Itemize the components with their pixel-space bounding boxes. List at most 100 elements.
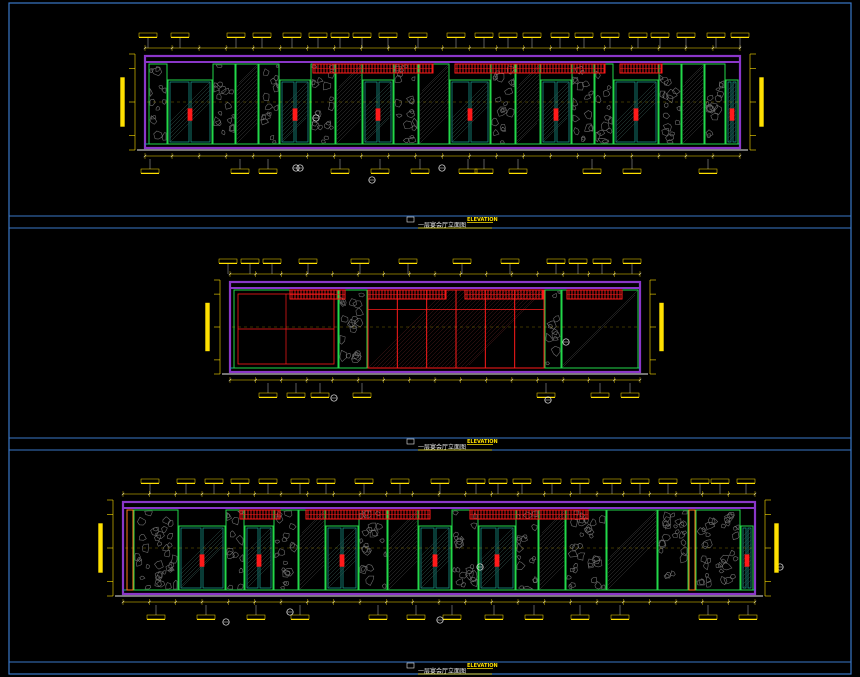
stone-outline [557,290,561,295]
stone-outline [139,575,146,580]
hatch-line [388,548,418,578]
stone-outline [235,534,244,546]
stone-outline [345,352,351,359]
stone-outline [340,298,347,306]
stone-outline [706,105,715,113]
stone-outline [375,510,381,517]
hatch-line [542,85,570,113]
stone-outline [383,551,387,557]
stone-outline [592,555,600,562]
stone-outline [572,97,579,107]
stone-outline [454,538,464,549]
material-tag [622,258,642,274]
tag-box [176,478,196,484]
hatch-line [607,520,657,570]
hatch-line [516,106,540,130]
door [244,525,274,591]
stone-outline [607,116,613,125]
hatch-line [542,89,570,117]
door-handle [292,108,298,121]
stone-outline [572,567,578,574]
stone-outline [289,542,298,553]
wall-outline [143,54,742,150]
stone-outline [162,516,172,525]
tag-box [522,32,542,38]
stone-outline [165,564,174,572]
red-lattice [305,509,431,520]
hatch-line [516,102,540,126]
hatch-line [420,539,450,569]
material-tag [282,32,302,48]
hatch-line [742,543,752,553]
stone-outline [359,564,368,575]
section-marker-icon [222,618,230,626]
hatch-line [419,90,449,120]
hatch-line [380,290,458,368]
hatch-line [452,290,530,368]
stone-outline [572,543,580,552]
hatch-line [682,94,704,116]
stone-pattern [491,65,515,144]
stone-outline [532,577,538,583]
stone-outline [226,548,234,556]
stone-outline [715,563,722,568]
material-tag [352,32,372,48]
stone-outline [366,527,373,534]
stone-outline [408,137,417,144]
hatch-pattern [682,64,704,144]
stone-outline [149,87,153,97]
sheet-title-3: ELEVATION 一层宴会厅立面图 [406,662,498,675]
stone-outline [578,517,586,524]
stone-outline [226,513,231,518]
hatch-line [419,66,449,96]
red-lattice [289,289,346,300]
stone-outline [394,98,402,108]
stone-outline [144,510,153,517]
hatch-line [327,539,357,569]
tag-box [308,32,328,38]
elevation-drawing-1 [120,32,764,184]
stone-outline [359,538,364,544]
red-lattice [312,63,434,74]
hatch-line [634,290,638,294]
stone-outline [361,566,366,572]
stone-outline [155,66,161,72]
hatch-line [508,527,514,533]
door [418,525,452,591]
stone-outline [213,82,219,88]
door [540,79,572,145]
material-tag [370,159,390,174]
stone-outline [729,573,736,580]
hatch-line [516,82,540,106]
hatch-line [404,290,482,368]
stone-outline [580,135,586,141]
tag-box [570,478,590,484]
stone-outline [167,568,173,573]
stone-outline [661,533,671,542]
material-tag [600,32,620,48]
hatch-line [539,532,565,558]
stone-outline [153,130,163,140]
door [279,79,311,145]
door-handle [729,108,735,121]
stone-outline [674,518,682,526]
level-bar [774,523,779,573]
title-marker-icon [406,438,415,445]
material-tag [582,159,602,174]
tag-box [602,478,622,484]
stone-outline [411,117,418,130]
hatch-line [388,516,418,546]
hatch-line [727,133,737,143]
side-level-marks [205,279,221,375]
tag-box [378,32,398,38]
stone-outline [459,535,465,542]
sheet-title-cn: 一层宴会厅立面图 [418,221,466,229]
stone-outline [553,315,561,323]
hatch-line [336,114,362,140]
hatch-line [388,512,418,542]
door-handle [339,554,345,567]
stone-outline [365,563,375,572]
stone-outline [658,547,664,554]
hatch-line [336,90,362,116]
